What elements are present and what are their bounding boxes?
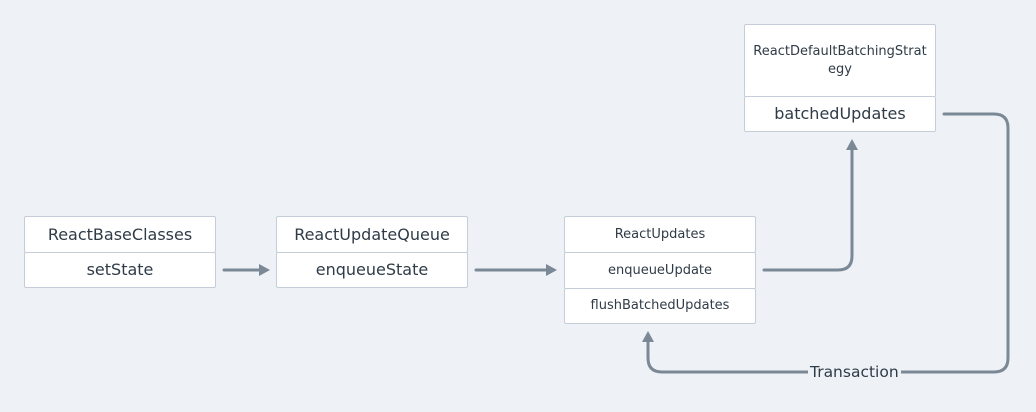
node-label: batchedUpdates — [774, 104, 906, 124]
node-enqueue-state: enqueueState — [276, 252, 468, 288]
node-set-state: setState — [24, 252, 216, 288]
node-react-update-queue: ReactUpdateQueue — [276, 216, 468, 253]
edge-transaction-loop — [646, 112, 1010, 374]
node-label: flushBatchedUpdates — [590, 298, 730, 314]
node-label: ReactUpdates — [614, 226, 706, 242]
arrowhead-batchedupdates — [846, 139, 858, 150]
arrowhead-flushbatchedupdates — [642, 331, 654, 342]
node-label: enqueueUpdate — [607, 262, 713, 278]
arrowhead-enqueuestate — [259, 264, 270, 276]
node-react-updates: ReactUpdates — [564, 216, 756, 253]
edge-label-transaction: Transaction — [808, 361, 901, 383]
node-label: setState — [86, 260, 154, 280]
node-label: ReactDefaultBatchingStrategy — [753, 43, 927, 77]
node-label: ReactBaseClasses — [47, 224, 193, 244]
node-label: enqueueState — [315, 260, 429, 280]
edge-enqueueupdate-to-batchedupdates — [762, 146, 854, 272]
node-batched-updates: batchedUpdates — [744, 96, 936, 132]
node-flush-batched-updates: flushBatchedUpdates — [564, 288, 756, 324]
arrowhead-enqueueupdate — [546, 264, 557, 276]
node-react-default-batching-strategy: ReactDefaultBatchingStrategy — [744, 24, 936, 97]
node-label: ReactUpdateQueue — [294, 224, 450, 244]
node-enqueue-update: enqueueUpdate — [564, 252, 756, 289]
node-react-base-classes: ReactBaseClasses — [24, 216, 216, 253]
